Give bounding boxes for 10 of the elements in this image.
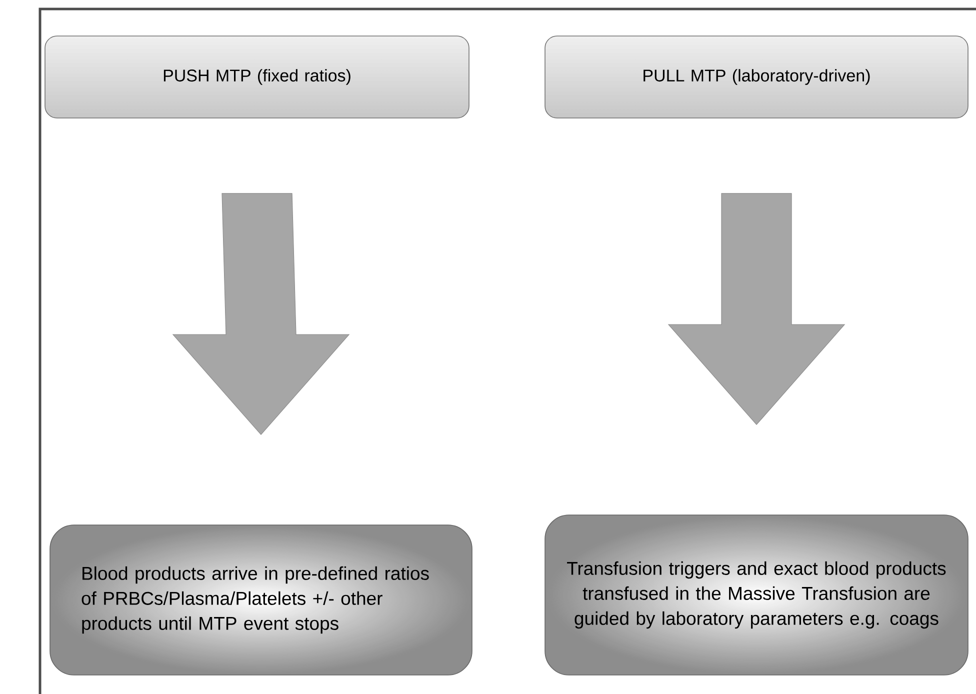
box-text: Blood products arrive in pre-defined ratios of PRBCs/Plasma/Platelets +/- other products until MTP event stops xyxy=(82,566,429,634)
block-arrow xyxy=(172,193,350,436)
box-text: Transfusion triggers and exact blood products transfused in the Massive Transfusion are guided by laboratory parameters e.g. coags xyxy=(567,561,946,629)
category-box xyxy=(544,36,968,118)
box-text: PULL MTP (laboratory-driven) xyxy=(644,69,870,85)
box-text: PUSH MTP (fixed ratios) xyxy=(164,69,350,85)
description-box xyxy=(544,514,968,676)
description-box xyxy=(50,524,472,676)
block-arrow xyxy=(668,193,846,426)
category-box xyxy=(44,36,470,118)
